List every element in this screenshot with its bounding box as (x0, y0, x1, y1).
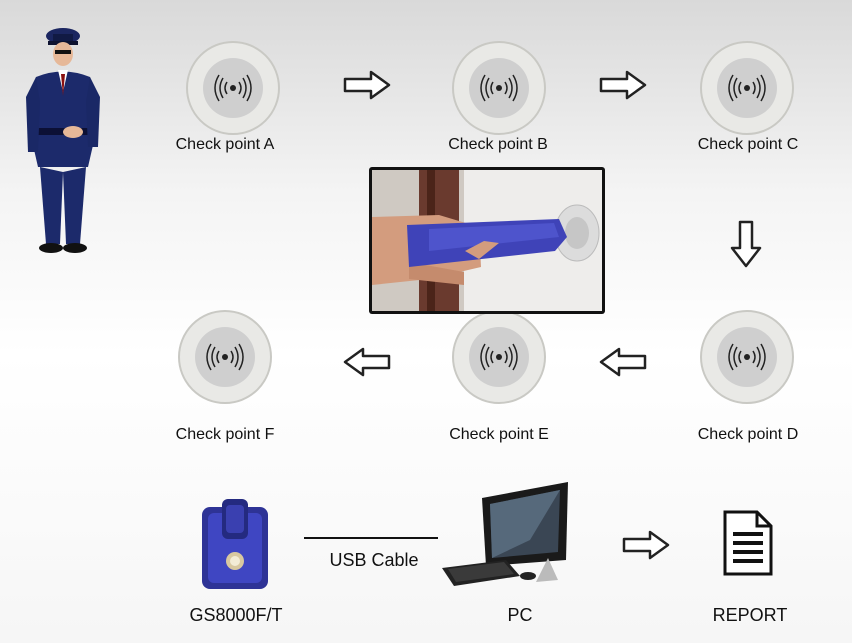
checkpoint-a-tag (183, 38, 283, 138)
arrow-down-icon (730, 220, 762, 268)
checkpoint-e-tag (449, 307, 549, 407)
checkpoint-f-label: Check point F (175, 426, 275, 443)
checkpoint-b-tag (449, 38, 549, 138)
checkpoint-d-label: Check point D (697, 426, 799, 443)
checkpoint-c-label: Check point C (697, 136, 799, 153)
pc-label: PC (507, 605, 533, 625)
gs8000-device-image (196, 497, 274, 593)
arrow-left-icon (343, 347, 391, 377)
checkpoint-b-label: Check point B (448, 136, 548, 153)
device-label: GS8000F/T (189, 605, 283, 625)
report-label: REPORT (712, 605, 788, 625)
checkpoint-c-tag (697, 38, 797, 138)
pc-icon (440, 480, 580, 590)
arrow-right-icon (622, 530, 670, 560)
checkpoint-f-tag (175, 307, 275, 407)
arrow-right-icon (599, 70, 647, 100)
rfid-tag-icon (700, 41, 794, 135)
security-guard-figure (18, 22, 108, 258)
report-document-icon (723, 510, 773, 576)
reader-scanning-photo (369, 167, 605, 314)
checkpoint-d-tag (697, 307, 797, 407)
rfid-tag-icon (186, 41, 280, 135)
usb-cable-line (304, 537, 438, 539)
arrow-right-icon (343, 70, 391, 100)
checkpoint-a-label: Check point A (175, 136, 275, 153)
usb-cable-label: USB Cable (329, 550, 419, 570)
rfid-tag-icon (700, 310, 794, 404)
arrow-left-icon (599, 347, 647, 377)
checkpoint-e-label: Check point E (449, 426, 549, 443)
rfid-tag-icon (452, 41, 546, 135)
rfid-tag-icon (452, 310, 546, 404)
rfid-tag-icon (178, 310, 272, 404)
